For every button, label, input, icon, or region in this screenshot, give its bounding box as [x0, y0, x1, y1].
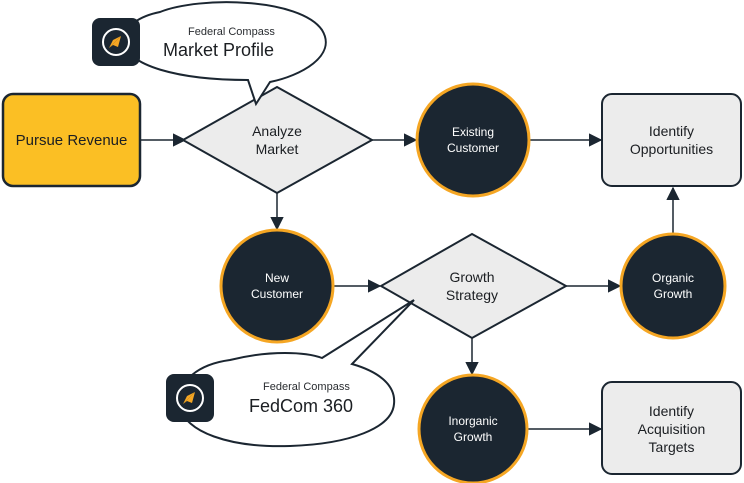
organic-growth-circle: [619, 232, 727, 340]
inorganic-growth-circle: [417, 373, 529, 483]
pursue-revenue-box: [1, 92, 142, 188]
market-profile-product: Market Profile: [163, 40, 275, 60]
connectors: [140, 133, 680, 436]
market-profile-brand: Federal Compass: [188, 26, 275, 38]
fedcom-360-brand: Federal Compass: [263, 381, 350, 393]
growth-strategy-diamond: [378, 232, 569, 340]
compass-logo-icon: [166, 374, 214, 422]
compass-logo-icon: [92, 18, 140, 66]
analyze-market-diamond: [180, 85, 375, 195]
identify-opportunities-box: [601, 93, 742, 187]
identify-acquisition-box: [601, 381, 742, 475]
existing-customer-circle: [415, 82, 531, 198]
new-customer-circle: [219, 228, 335, 344]
fedcom-360-product: FedCom 360: [249, 396, 354, 416]
